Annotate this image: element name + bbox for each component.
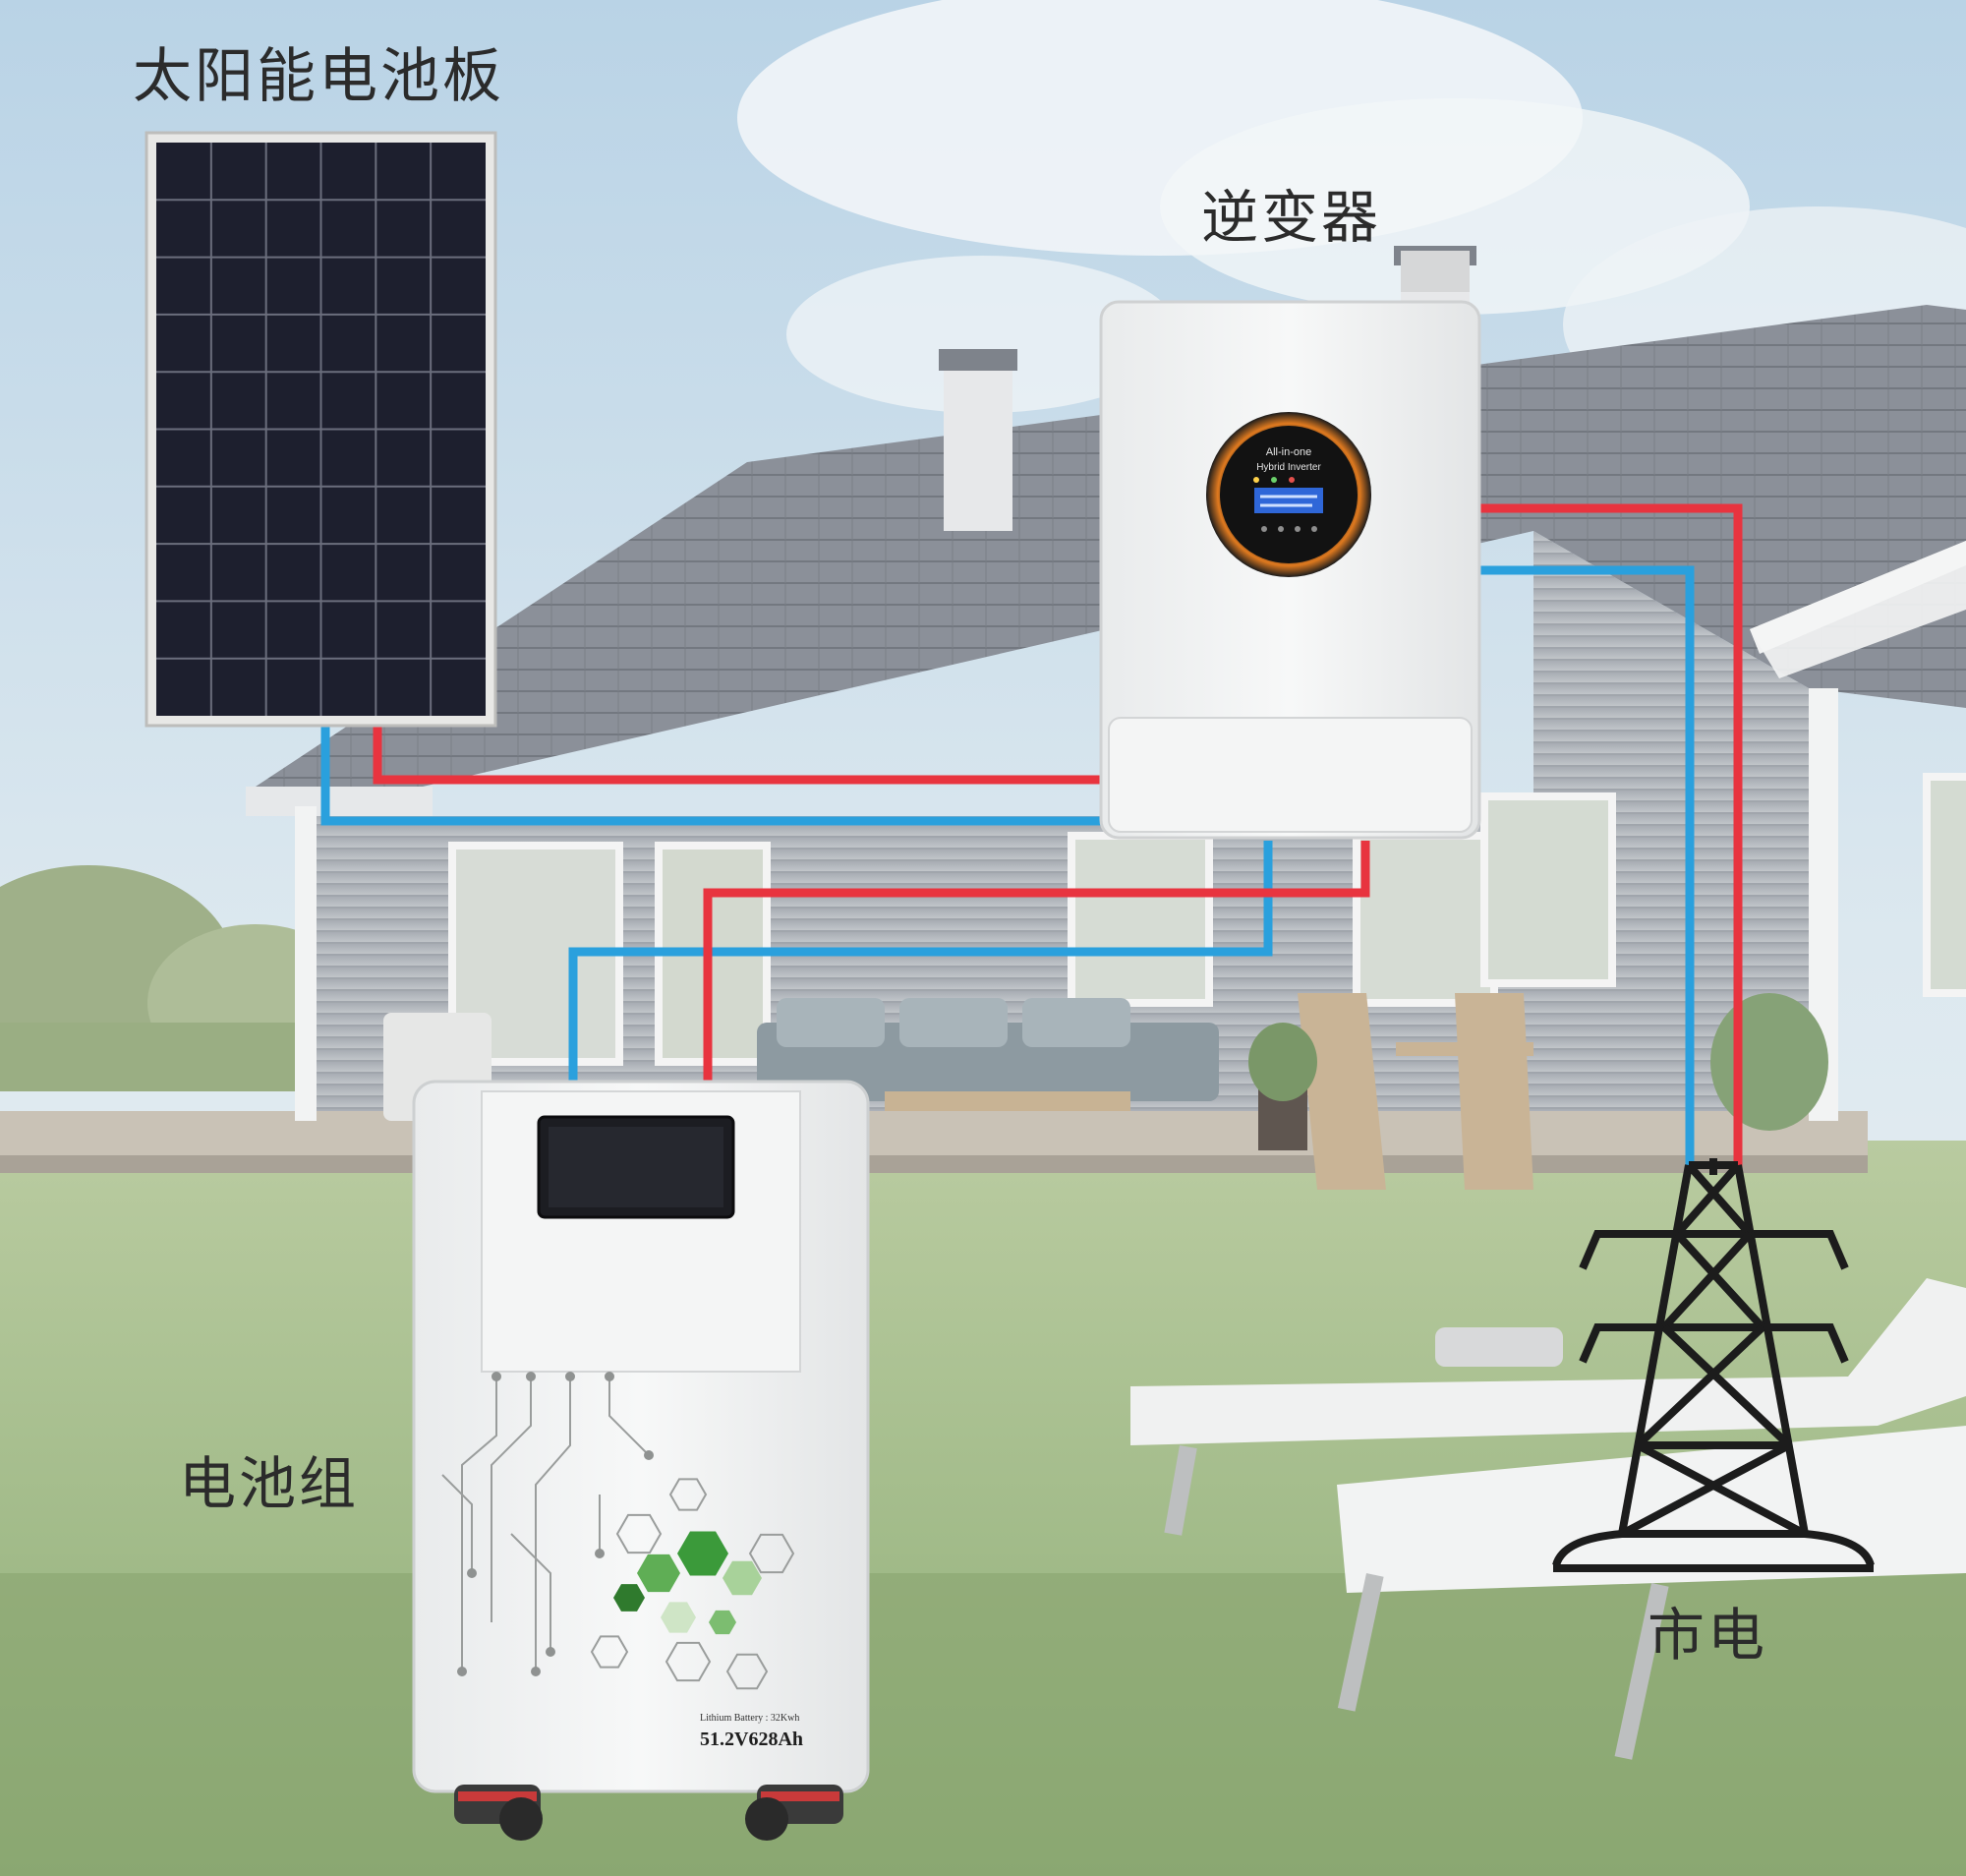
- inverter-lcd: [1254, 488, 1323, 513]
- battery-pack-label: 电池组: [179, 1450, 360, 1517]
- battery-spec-text: 51.2V628Ah: [700, 1729, 803, 1750]
- sun-lounger: [1337, 1426, 1966, 1593]
- circuit-node: [546, 1647, 555, 1657]
- hexagon-shape: [725, 1653, 769, 1690]
- inverter-button-icon[interactable]: [1278, 526, 1284, 532]
- cloud: [786, 256, 1180, 413]
- circuit-node: [605, 1372, 614, 1381]
- inverter-brand-text: All-in-one: [1266, 446, 1311, 458]
- inverter: All-in-one Hybrid Inverter: [1099, 251, 1481, 840]
- hexagon-shape: [661, 1602, 696, 1633]
- battery-touchscreen-glass: [549, 1127, 723, 1207]
- solar-negative-wire: [320, 723, 1104, 826]
- sofa-cushion: [777, 998, 885, 1047]
- towel: [1435, 1327, 1563, 1367]
- coffee-table: [885, 1091, 1130, 1111]
- grid-label: 市电: [1648, 1602, 1768, 1669]
- hexagon-shape: [665, 1641, 712, 1682]
- house-roof-edge: [246, 787, 433, 816]
- sun-lounger: [1130, 1278, 1966, 1445]
- status-led-icon: [1289, 477, 1295, 483]
- circuit-node: [467, 1568, 477, 1578]
- solar-panel-label: 太阳能电池板: [133, 42, 504, 111]
- window: [1480, 792, 1616, 987]
- plant: [1710, 993, 1828, 1131]
- lounger-leg: [1614, 1582, 1669, 1760]
- cloud: [1160, 98, 1750, 315]
- porch-floor: [0, 1111, 1868, 1160]
- lounger-leg: [1164, 1445, 1197, 1536]
- wiring: [320, 503, 1743, 1170]
- inverter-model-text: Hybrid Inverter: [1256, 462, 1321, 473]
- porch-post: [295, 806, 317, 1121]
- inverter-button-icon[interactable]: [1295, 526, 1301, 532]
- bistro-table: [1396, 1042, 1533, 1056]
- inverter-label: 逆变器: [1201, 184, 1382, 251]
- battery-caster-band: [761, 1791, 839, 1801]
- battery-circuit-graphic: [441, 1372, 654, 1676]
- hexagon-shape: [677, 1531, 728, 1576]
- hexagon-shape: [615, 1513, 663, 1554]
- solar-cell-grid: [156, 143, 486, 716]
- circuit-node: [492, 1372, 501, 1381]
- battery-type-text: Lithium Battery : 32Kwh: [700, 1713, 799, 1724]
- chimney-cap: [939, 349, 1017, 371]
- inverter-vent: [1401, 251, 1470, 292]
- status-led-icon: [1253, 477, 1259, 483]
- circuit-node: [457, 1667, 467, 1676]
- circuit-trace: [608, 1377, 650, 1456]
- grid-positive-wire: [1477, 503, 1743, 1170]
- hexagon-shape: [723, 1560, 762, 1596]
- hexagon-shape: [709, 1610, 736, 1635]
- circuit-node: [531, 1667, 541, 1676]
- deck-chair: [1455, 993, 1533, 1190]
- window: [1068, 832, 1213, 1007]
- battery-positive-wire: [703, 841, 1370, 1084]
- grid-negative-wire: [1477, 565, 1695, 1170]
- battery-pack: Lithium Battery : 32Kwh 51.2V628Ah: [412, 1080, 870, 1841]
- sofa-cushion: [1022, 998, 1130, 1047]
- battery-wheel: [745, 1797, 788, 1841]
- porch-step: [0, 1155, 1868, 1173]
- battery-caster-band: [458, 1791, 537, 1801]
- hedge: [0, 1023, 334, 1091]
- inverter-bottom-panel: [1108, 717, 1473, 833]
- window: [1923, 773, 1966, 997]
- umbrella: [1750, 541, 1966, 678]
- circuit-node: [595, 1549, 605, 1558]
- window: [1353, 832, 1498, 1007]
- hexagon-shape: [590, 1635, 629, 1669]
- battery-wheel: [499, 1797, 543, 1841]
- inverter-button-icon[interactable]: [1261, 526, 1267, 532]
- hexagon-shape: [748, 1533, 795, 1574]
- circuit-node: [526, 1372, 536, 1381]
- inverter-button-icon[interactable]: [1311, 526, 1317, 532]
- sofa-cushion: [899, 998, 1008, 1047]
- chimney: [944, 364, 1012, 531]
- circuit-trace: [441, 1474, 473, 1573]
- hexagon-shape: [668, 1478, 708, 1511]
- solar-positive-wire: [373, 723, 1104, 785]
- deck-chair: [1298, 993, 1386, 1190]
- hexagon-shape: [613, 1584, 645, 1612]
- circuit-trace: [491, 1377, 532, 1622]
- battery-hexagon-graphic: [590, 1478, 795, 1690]
- circuit-node: [565, 1372, 575, 1381]
- circuit-trace: [461, 1377, 497, 1671]
- circuit-node: [644, 1450, 654, 1460]
- lounger-leg: [1337, 1573, 1384, 1712]
- hexagon-shape: [637, 1554, 680, 1593]
- transmission-tower-icon: [1552, 1158, 1875, 1572]
- circuit-trace: [535, 1377, 571, 1671]
- plant: [1248, 1023, 1317, 1101]
- solar-panel: [145, 131, 497, 728]
- status-led-icon: [1271, 477, 1277, 483]
- circuit-trace: [510, 1533, 551, 1652]
